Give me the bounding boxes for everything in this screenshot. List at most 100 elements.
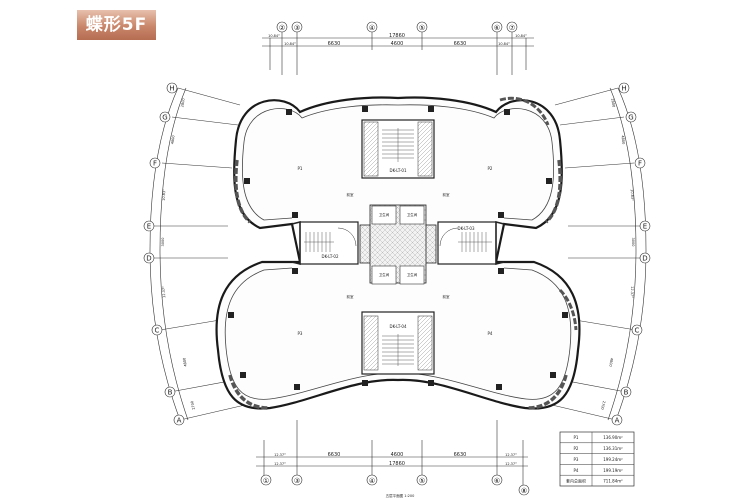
top-dim-text: 10.84° 10.84° 6630 4600 6630 17860 10.84… — [268, 33, 527, 47]
svg-text:F: F — [153, 160, 157, 168]
svg-text:卫生间: 卫生间 — [379, 212, 390, 217]
room-p3: P3 — [298, 331, 303, 336]
svg-text:10.84°: 10.84° — [268, 34, 280, 38]
svg-text:C: C — [635, 327, 640, 335]
svg-text:前室: 前室 — [443, 192, 451, 197]
axis-label: ⑥ — [494, 477, 500, 485]
svg-text:A: A — [615, 417, 620, 425]
axis-label: ⑦ — [509, 24, 515, 32]
axis-label: ⑧ — [521, 487, 527, 495]
svg-text:G: G — [628, 114, 633, 122]
room-p4: P4 — [488, 331, 493, 336]
svg-text:12.37°: 12.37° — [505, 462, 517, 466]
axis-label: ④ — [369, 477, 375, 485]
svg-text:H: H — [169, 85, 174, 93]
svg-text:D: D — [146, 255, 151, 263]
scale-note: 五层平面图 1:200 — [386, 493, 415, 498]
svg-text:G: G — [162, 114, 167, 122]
svg-text:4800: 4800 — [182, 357, 187, 366]
svg-text:卫生间: 卫生间 — [407, 212, 418, 217]
svg-text:4800: 4800 — [608, 357, 613, 366]
table-row: 136.31m² — [603, 446, 623, 451]
svg-text:6630: 6630 — [328, 41, 341, 47]
svg-text:前室: 前室 — [347, 294, 355, 299]
top-dimensions — [262, 31, 534, 75]
room-p2: P2 — [488, 166, 493, 171]
svg-text:H: H — [621, 85, 626, 93]
area-table: P1 136.90m² P2 136.31m² P3 199.24m² P4 1… — [559, 431, 635, 487]
svg-text:2700: 2700 — [600, 400, 606, 410]
svg-text:10.84°: 10.84° — [284, 42, 296, 46]
table-row: 199.24m² — [603, 457, 623, 462]
axis-label: ② — [279, 24, 285, 32]
svg-text:F: F — [638, 160, 642, 168]
bottom-dimensions — [256, 420, 528, 490]
svg-text:E: E — [643, 223, 647, 231]
svg-text:前室: 前室 — [443, 294, 451, 299]
table-row: P1 — [574, 435, 579, 440]
axis-label: ⑤ — [419, 477, 425, 485]
bottom-axis-labels: ① ③ ④ ⑤ ⑥ ⑧ — [260, 474, 530, 496]
table-row: P2 — [574, 446, 579, 451]
bottom-dim-text: 12.37° 12.37° 6630 4600 6630 17860 12.37… — [274, 452, 517, 467]
svg-text:6630: 6630 — [454, 452, 467, 458]
svg-text:前室: 前室 — [347, 192, 355, 197]
svg-text:B: B — [624, 389, 629, 397]
svg-text:10.84°: 10.84° — [498, 42, 510, 46]
svg-text:12.37°: 12.37° — [274, 453, 286, 457]
lt2-label: DK-LT-02 — [321, 254, 338, 259]
right-dimensions — [551, 87, 647, 421]
right-axis-labels: H G F E D C B A — [611, 82, 651, 426]
svg-text:12.37°: 12.37° — [505, 453, 517, 457]
axis-label: ⑥ — [494, 24, 500, 32]
svg-text:10.83°: 10.83° — [162, 189, 166, 201]
table-row: 套内总面积 — [566, 478, 586, 484]
svg-text:12.37°: 12.37° — [162, 286, 166, 298]
svg-text:A: A — [177, 417, 182, 425]
svg-text:卫生间: 卫生间 — [407, 272, 418, 277]
svg-text:6630: 6630 — [454, 41, 467, 47]
svg-text:17860: 17860 — [389, 33, 405, 39]
left-dimensions — [149, 87, 246, 421]
right-dim-text: 2800 4800 10.83° 3000 12.37° 4800 2700 — [600, 98, 635, 410]
lt4-label: DK-LT-04 — [389, 324, 406, 329]
svg-text:E: E — [147, 223, 151, 231]
lt1-label: DK-LT-01 — [389, 168, 406, 173]
top-axis-labels: ② ③ ④ ⑤ ⑥ ⑦ — [276, 21, 518, 33]
table-row: 711.84m² — [603, 479, 623, 484]
left-axis-labels: H G F E D C B A — [143, 82, 185, 426]
axis-label: ① — [263, 477, 269, 485]
floor-title-badge: 蝶形5F — [77, 10, 156, 40]
axis-label: ④ — [369, 24, 375, 32]
svg-text:C: C — [155, 327, 160, 335]
core: DK-LT-01 DK-LT-04 DK-LT-02 — [228, 106, 568, 390]
svg-text:6630: 6630 — [328, 452, 341, 458]
table-row: P3 — [574, 457, 579, 462]
svg-text:3000: 3000 — [631, 238, 635, 247]
left-dim-text: 2800 4800 10.83° 3000 12.37° 4800 2700 — [161, 98, 196, 410]
svg-text:17860: 17860 — [389, 461, 405, 467]
lt3-label: DK-LT-03 — [457, 226, 474, 231]
table-row: P4 — [574, 468, 579, 473]
axis-label: ⑤ — [419, 24, 425, 32]
svg-text:卫生间: 卫生间 — [379, 272, 390, 277]
axis-label: ③ — [294, 24, 300, 32]
svg-text:4800: 4800 — [620, 135, 625, 144]
table-row: 199.19m² — [603, 468, 623, 473]
svg-text:3000: 3000 — [161, 238, 165, 247]
svg-text:4600: 4600 — [391, 452, 404, 458]
table-row: 136.90m² — [603, 435, 623, 440]
svg-text:10.84°: 10.84° — [515, 34, 527, 38]
svg-text:B: B — [168, 389, 173, 397]
room-p1: P1 — [298, 166, 303, 171]
axis-label: ③ — [294, 477, 300, 485]
svg-text:2800: 2800 — [610, 98, 615, 107]
svg-text:4600: 4600 — [391, 41, 404, 47]
svg-text:D: D — [642, 255, 647, 263]
svg-text:4800: 4800 — [170, 135, 175, 144]
svg-text:12.37°: 12.37° — [274, 462, 286, 466]
svg-text:12.37°: 12.37° — [630, 286, 634, 298]
svg-text:10.83°: 10.83° — [630, 189, 634, 201]
svg-text:2800: 2800 — [180, 98, 185, 107]
